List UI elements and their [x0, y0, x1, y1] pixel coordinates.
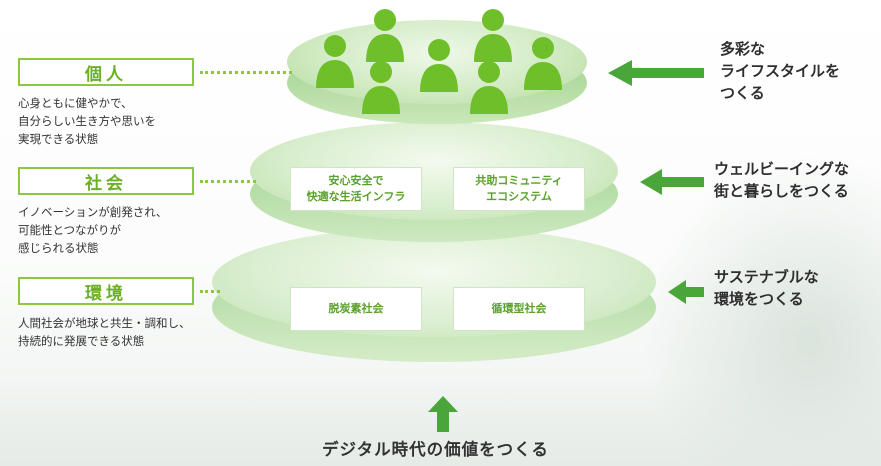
- description-individual-line3: 実現できる状態: [18, 132, 99, 146]
- digital-value-caption: デジタル時代の価値をつくる: [322, 440, 549, 459]
- connector-environment: [200, 290, 220, 293]
- value-lifestyle-line3: つくる: [720, 84, 765, 102]
- box-decarbonized-society: 脱炭素社会: [290, 287, 422, 331]
- person-icon: [366, 9, 404, 62]
- label-society: 社会: [18, 167, 194, 195]
- value-lifestyle-line1: 多彩な: [720, 40, 766, 58]
- label-individual: 個人: [18, 58, 194, 86]
- box-safe-infrastructure-line2: 快適な生活インフラ: [306, 190, 406, 203]
- value-wellbeing-text: ウェルビーイングな 街と暮らしをつくる: [714, 158, 849, 202]
- description-environment: 人間社会が地球と共生・調和し、 持続的に発展できる状態: [18, 314, 191, 350]
- label-individual-text: 個人: [85, 64, 127, 85]
- label-environment: 環境: [18, 277, 194, 305]
- tier-environment-disc: [212, 227, 656, 362]
- connector-society: [200, 180, 256, 183]
- description-society-line2: 可能性とつながりが: [18, 223, 122, 237]
- arrow-left-icon: [608, 60, 704, 86]
- arrow-left-icon: [640, 169, 704, 195]
- box-safe-infrastructure: 安心安全で 快適な生活インフラ: [290, 167, 422, 211]
- description-individual: 心身ともに健やかで、 自分らしい生き方や思いを 実現できる状態: [18, 94, 156, 148]
- description-individual-line2: 自分らしい生き方や思いを: [18, 114, 156, 128]
- value-sustainable-line2: 環境をつくる: [714, 290, 804, 308]
- value-wellbeing-line2: 街と暮らしをつくる: [714, 182, 849, 200]
- arrow-up-icon: [428, 396, 458, 432]
- value-lifestyle-text: 多彩な ライフスタイルを つくる: [720, 38, 840, 104]
- value-lifestyle-line2: ライフスタイルを: [720, 62, 841, 80]
- box-decarbonized-society-text: 脱炭素社会: [328, 302, 384, 315]
- description-society-line3: 感じられる状態: [18, 241, 99, 255]
- description-environment-line2: 持続的に発展できる状態: [18, 334, 145, 348]
- person-icon: [362, 61, 400, 114]
- label-society-text: 社会: [85, 173, 127, 194]
- box-circular-society: 循環型社会: [453, 287, 585, 331]
- description-environment-line1: 人間社会が地球と共生・調和し、: [18, 316, 191, 330]
- person-icon: [316, 35, 354, 88]
- box-community-ecosystem-line1: 共助コミュニティ: [475, 174, 563, 187]
- box-safe-infrastructure-line1: 安心安全で: [328, 174, 384, 187]
- value-sustainable-line1: サステナブルな: [714, 268, 819, 286]
- connector-individual: [200, 71, 292, 74]
- value-wellbeing-line1: ウェルビーイングな: [714, 160, 850, 178]
- box-circular-society-text: 循環型社会: [491, 302, 547, 315]
- person-icon: [524, 37, 562, 90]
- box-community-ecosystem-line2: エコシステム: [486, 190, 552, 203]
- description-individual-line1: 心身ともに健やかで、: [18, 96, 133, 110]
- person-icon: [420, 39, 458, 92]
- person-icon: [474, 9, 512, 62]
- box-community-ecosystem: 共助コミュニティ エコシステム: [453, 167, 585, 211]
- value-sustainable-text: サステナブルな 環境をつくる: [714, 266, 819, 310]
- description-society: イノベーションが創発され、 可能性とつながりが 感じられる状態: [18, 203, 167, 257]
- person-icon: [470, 61, 508, 114]
- label-environment-text: 環境: [85, 283, 127, 304]
- arrow-left-icon: [668, 280, 704, 304]
- description-society-line1: イノベーションが創発され、: [18, 205, 168, 219]
